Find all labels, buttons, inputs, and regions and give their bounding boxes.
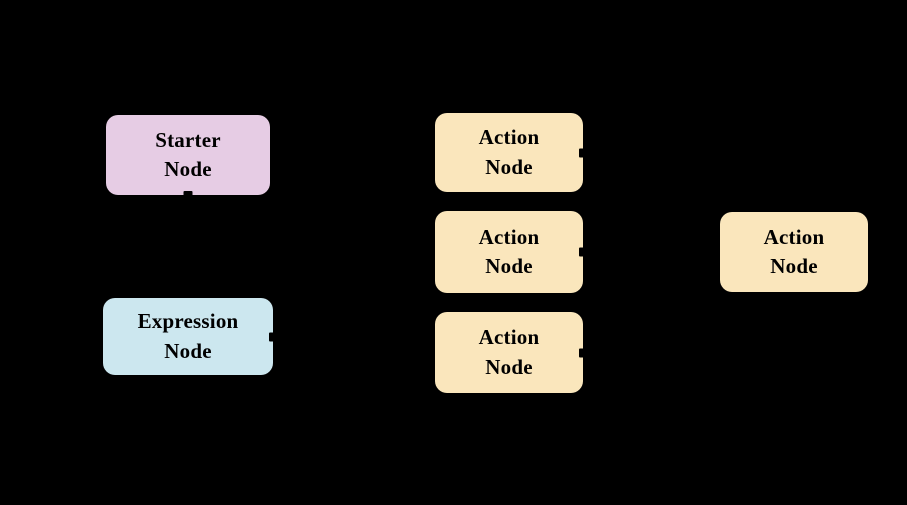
node-expression-label-line1: Expression	[137, 309, 239, 334]
port-right-icon[interactable]	[579, 247, 586, 257]
node-expression[interactable]: Expression Node	[103, 298, 276, 375]
node-action-3[interactable]: Action Node	[435, 312, 586, 393]
node-action-1-label-line2: Node	[485, 154, 533, 179]
port-right-icon[interactable]	[579, 348, 586, 357]
node-action-2-label-line1: Action	[478, 224, 540, 249]
node-action-1-label-line1: Action	[478, 125, 540, 150]
node-action-4-label-line1: Action	[763, 224, 825, 249]
node-action-3-label-line1: Action	[478, 325, 540, 350]
node-action-1[interactable]: Action Node	[435, 113, 586, 192]
node-expression-label-line2: Node	[164, 338, 212, 363]
node-action-2-label-line2: Node	[485, 254, 533, 278]
port-right-icon[interactable]	[579, 148, 586, 157]
port-bottom-icon[interactable]	[183, 191, 193, 198]
node-starter-label-line2: Node	[164, 157, 212, 181]
node-action-3-label-line2: Node	[485, 354, 533, 379]
node-action-4[interactable]: Action Node	[720, 212, 868, 292]
node-starter-label-line1: Starter	[155, 127, 221, 152]
node-starter[interactable]: Starter Node	[106, 115, 270, 198]
node-action-2[interactable]: Action Node	[435, 211, 586, 293]
node-action-4-label-line2: Node	[770, 254, 818, 278]
port-right-icon[interactable]	[269, 332, 276, 341]
